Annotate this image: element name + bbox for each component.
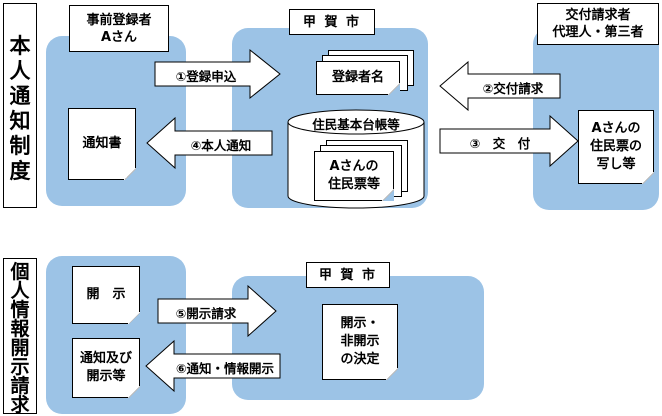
arrow-label-issue: ③ 交 付 <box>469 136 531 151</box>
arrow-right-icon <box>154 48 281 100</box>
arrow-label-notify: ④本人通知 <box>190 138 252 153</box>
copy-document-line1: Aさんの <box>591 121 641 136</box>
section2-title-char: 請 <box>10 375 30 397</box>
arrow-label-disclosure-request: ⑤開示請求 <box>175 306 237 321</box>
applicant-label: 事前登録者 Aさん <box>69 5 169 52</box>
arrow-label-notify-disclose: ⑥通知・情報開示 <box>175 361 275 376</box>
city2-label-text: 甲 賀 市 <box>318 267 378 283</box>
notice-document: 通知書 <box>68 108 136 180</box>
decision-document: 開示・ 非開示 の決定 <box>322 304 398 380</box>
section1-title-char: 制 <box>9 134 31 158</box>
section2-title-char: 情 <box>10 299 30 321</box>
section2-title: 個 人 情 報 開 示 請 求 <box>3 258 37 416</box>
requester-label: 交付請求者 代理人・第三者 <box>537 3 659 45</box>
resident-card-document: Aさんの 住民票等 <box>314 151 394 201</box>
decision-document-line1: 開示・ <box>340 316 380 331</box>
copy-document-line2: 住民票の <box>589 139 642 154</box>
database-label: 住民基本台帳等 <box>312 117 400 132</box>
notice-document-label: 通知書 <box>82 136 122 151</box>
arrow-label-request: ②交付請求 <box>482 81 544 96</box>
registrant-name-document: 登録者名 <box>316 61 400 95</box>
arrows-section1 <box>146 48 579 170</box>
arrow-label-register: ①登録申込 <box>175 69 237 84</box>
copy-document: Aさんの 住民票の 写し等 <box>578 110 654 184</box>
section1-title: 本 人 通 知 制 度 <box>3 3 37 208</box>
disclosure-request-document: 開 示 <box>72 266 140 324</box>
copy-document-line3: 写し等 <box>596 157 636 172</box>
decision-document-line3: の決定 <box>340 352 380 367</box>
section2-title-char: 開 <box>10 337 30 359</box>
notice-disclosure-document: 通知及び 開示等 <box>72 338 140 398</box>
requester-label-line2: 代理人・第三者 <box>552 25 644 40</box>
section2-title-char: 人 <box>10 280 30 302</box>
arrow-left-icon <box>145 339 281 393</box>
section1-title-char: 度 <box>9 159 31 183</box>
resident-card-line1: Aさんの <box>329 159 379 174</box>
requester-label-line1: 交付請求者 <box>565 8 631 23</box>
section2-title-char: 求 <box>10 394 30 416</box>
applicant-label-line2: Aさん <box>100 29 138 45</box>
section2-title-char: 個 <box>10 261 30 283</box>
notice-disclosure-line1: 通知及び <box>79 351 132 366</box>
city-label-text: 甲 賀 市 <box>302 14 362 30</box>
arrow-left-icon <box>439 60 561 112</box>
disclosure-request-label: 開 示 <box>86 287 126 302</box>
section1-title-char: 知 <box>9 109 31 133</box>
registrant-name-label: 登録者名 <box>331 70 384 85</box>
section1-title-char: 人 <box>9 59 31 83</box>
arrow-left-icon <box>146 116 273 170</box>
section1-title-char: 本 <box>9 34 31 58</box>
arrow-right-icon <box>157 284 277 338</box>
city-label: 甲 賀 市 <box>289 9 375 35</box>
applicant-label-line1: 事前登録者 <box>86 12 152 28</box>
notice-disclosure-line2: 開示等 <box>86 369 126 384</box>
city2-label: 甲 賀 市 <box>306 262 390 288</box>
section1-title-char: 通 <box>9 84 31 108</box>
arrow-right-icon <box>439 114 579 168</box>
arrows-section2 <box>145 284 281 393</box>
resident-card-line2: 住民票等 <box>327 177 380 192</box>
section2-title-char: 報 <box>10 318 30 340</box>
section2-title-char: 示 <box>10 356 30 378</box>
decision-document-line2: 非開示 <box>340 334 380 349</box>
